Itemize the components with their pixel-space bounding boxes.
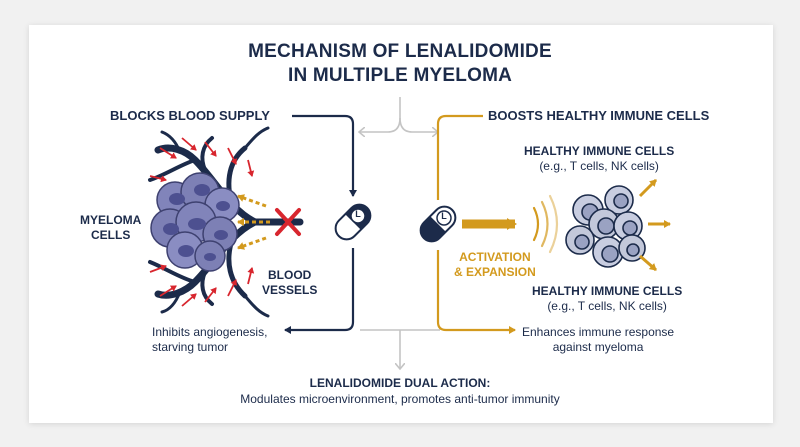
left-panel-heading: BLOCKS BLOOD SUPPLY [110,108,270,123]
bottom-immune-cells-label: HEALTHY IMMUNE CELLS (e.g., T cells, NK … [532,284,682,314]
activation-label-line-2: & EXPANSION [454,265,536,279]
vessels-label-line-1: BLOOD [268,268,312,282]
lenalidomide-pill-left-icon [334,203,372,241]
immune-cells [565,185,646,268]
blocked-supply-arrows [237,194,270,250]
bottom-cells-label-line-2: (e.g., T cells, NK cells) [547,299,667,313]
bottom-cells-label-line-1: HEALTHY IMMUNE CELLS [532,284,683,298]
right-outcome-line-2: against myeloma [552,340,644,354]
top-cells-label-line-1: HEALTHY IMMUNE CELLS [524,144,675,158]
myeloma-cells [150,172,240,272]
myeloma-label-line-2: CELLS [91,228,131,242]
right-outcome-text: Enhances immune response against myeloma [522,325,674,355]
red-blood-flow-arrows [149,137,255,307]
vessels-label-line-2: VESSELS [262,283,318,297]
heading-to-pill-line [436,114,483,200]
pill-left-letter: L [355,209,361,219]
center-flow-arrows [360,97,440,368]
footer-text: Modulates microenvironment, promotes ant… [240,392,560,406]
center-arrow-right [399,117,437,132]
myeloma-label-line-1: MYELOMA [80,213,142,227]
diagram-title-line-2: IN MULTIPLE MYELOMA [287,65,513,86]
pill-to-outcome-arrow [436,250,516,334]
left-outcome-text: Inhibits angiogenesis, starving tumor [152,325,267,355]
right-flow-lines [436,114,516,334]
pill-right-letter: L [441,211,447,221]
myeloma-cells-label: MYELOMA CELLS [80,213,141,243]
center-arrow-left [360,97,401,132]
heading-to-pill-arrow [292,114,357,197]
pill-left-badge [350,208,366,224]
top-immune-cells-label: HEALTHY IMMUNE CELLS (e.g., T cells, NK … [524,144,674,174]
top-cells-label-line-2: (e.g., T cells, NK cells) [539,159,659,173]
blood-vessels-label: BLOOD VESSELS [262,268,317,298]
pill-to-outcome-arrow [284,248,355,334]
activation-expansion-label: ACTIVATION & EXPANSION [454,250,536,280]
left-outcome-line-1: Inhibits angiogenesis, [152,325,268,339]
left-flow-lines [284,114,357,334]
signal-waves-icon [532,194,559,254]
pill-right-badge [436,210,452,226]
left-outcome-line-2: starving tumor [152,340,229,354]
lenalidomide-pill-right-icon [419,205,457,243]
right-panel-heading: BOOSTS HEALTHY IMMUNE CELLS [488,108,710,123]
activation-label-line-1: ACTIVATION [459,250,531,264]
right-outcome-line-1: Enhances immune response [522,325,675,339]
block-x-icon [275,208,301,236]
footer-heading: LENALIDOMIDE DUAL ACTION: [309,376,491,390]
diagram-title-line-1: MECHANISM OF LENALIDOMIDE [248,41,552,62]
expansion-arrows [638,178,671,272]
